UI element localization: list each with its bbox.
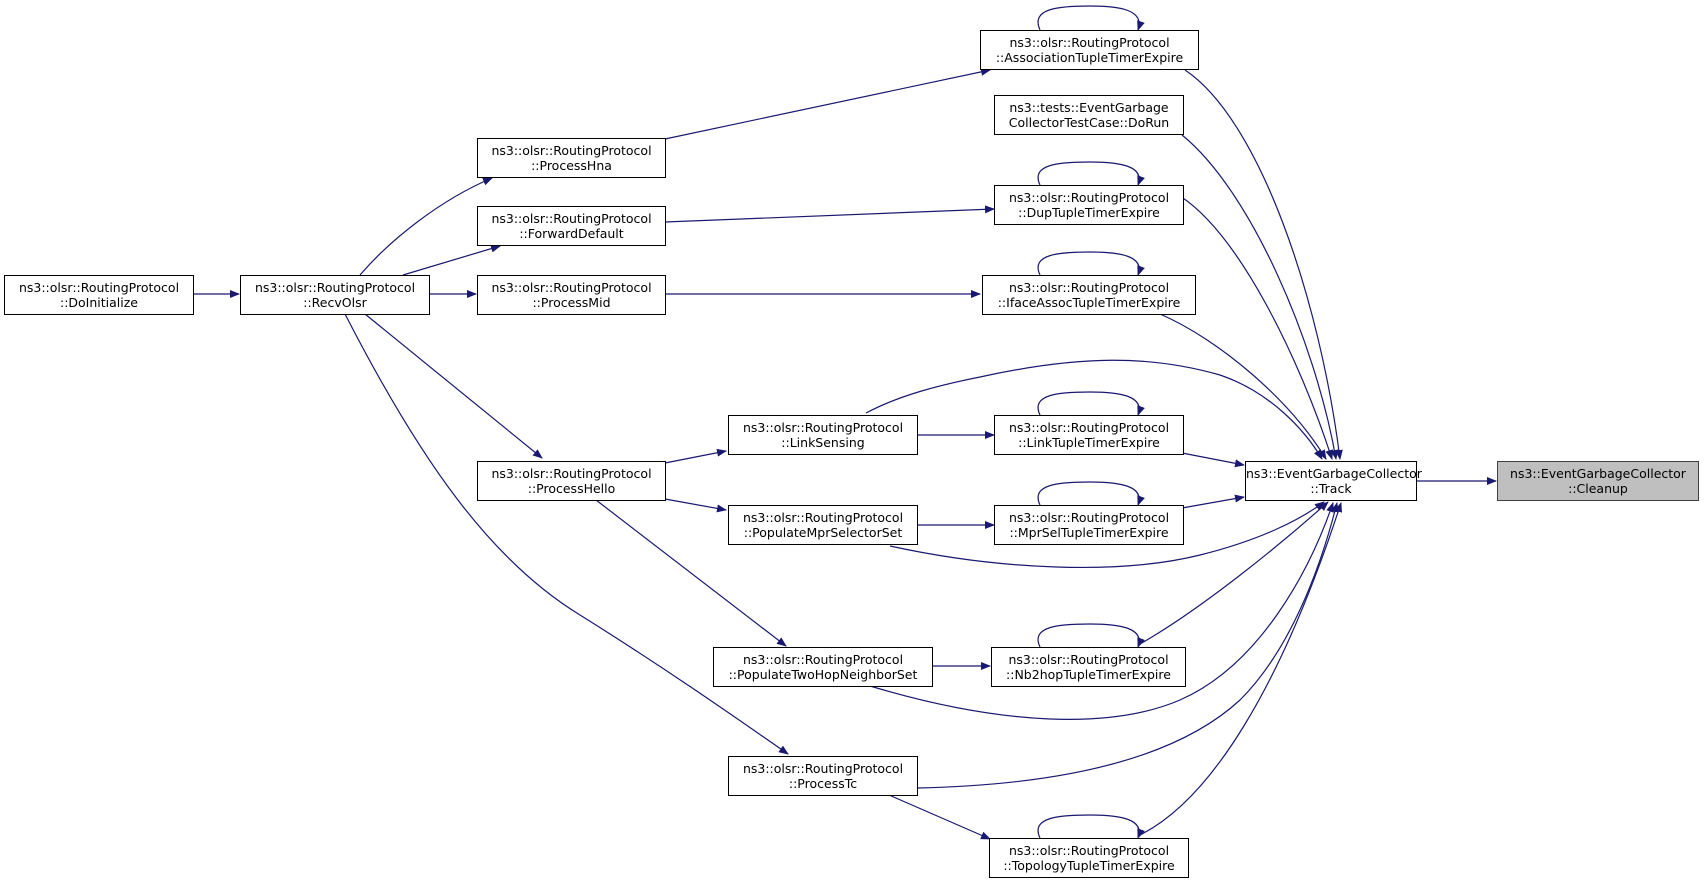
edge-forward-dup bbox=[664, 205, 995, 223]
node-processhna[interactable]: ns3::olsr::RoutingProtocol ::ProcessHna bbox=[477, 138, 666, 178]
node-dup-line1: ns3::olsr::RoutingProtocol bbox=[1008, 190, 1170, 205]
node-forward-line1: ns3::olsr::RoutingProtocol bbox=[491, 211, 652, 226]
node-linksensing[interactable]: ns3::olsr::RoutingProtocol ::LinkSensing bbox=[728, 415, 918, 455]
node-linksensing-line1: ns3::olsr::RoutingProtocol bbox=[742, 420, 904, 435]
node-dorun[interactable]: ns3::tests::EventGarbage CollectorTestCa… bbox=[994, 95, 1184, 135]
node-populatetwo-line2: ::PopulateTwoHopNeighborSet bbox=[728, 667, 918, 682]
node-iface[interactable]: ns3::olsr::RoutingProtocol ::IfaceAssocT… bbox=[982, 275, 1196, 315]
node-processhello[interactable]: ns3::olsr::RoutingProtocol ::ProcessHell… bbox=[477, 461, 666, 501]
node-mprsel-line1: ns3::olsr::RoutingProtocol bbox=[1008, 510, 1170, 525]
edge-recvolsr-processtc bbox=[344, 313, 789, 755]
node-processhello-line1: ns3::olsr::RoutingProtocol bbox=[491, 466, 652, 481]
node-processmid-line1: ns3::olsr::RoutingProtocol bbox=[491, 280, 652, 295]
node-topology[interactable]: ns3::olsr::RoutingProtocol ::TopologyTup… bbox=[989, 838, 1189, 878]
node-linktuple-line2: ::LinkTupleTimerExpire bbox=[1018, 435, 1160, 450]
loop-iface bbox=[1037, 251, 1145, 276]
loop-nb2hop bbox=[1037, 623, 1145, 648]
edge-populatetwo-track bbox=[869, 502, 1334, 720]
edge-recvolsr-processhello bbox=[364, 313, 543, 459]
node-dup-line2: ::DupTupleTimerExpire bbox=[1018, 205, 1160, 220]
edge-topology-track bbox=[1139, 502, 1343, 836]
node-forward-line2: ::ForwardDefault bbox=[519, 226, 624, 241]
node-track-line1: ns3::EventGarbageCollector bbox=[1246, 466, 1422, 481]
node-processmid-line2: ::ProcessMid bbox=[532, 295, 611, 310]
node-populatempr-line1: ns3::olsr::RoutingProtocol bbox=[742, 510, 904, 525]
edge-processhello-linksensing bbox=[664, 448, 727, 464]
edge-dorun-track bbox=[1181, 134, 1339, 460]
node-recvolsr-line1: ns3::olsr::RoutingProtocol bbox=[254, 280, 416, 295]
node-recvolsr[interactable]: ns3::olsr::RoutingProtocol ::RecvOlsr bbox=[240, 275, 430, 315]
edge-iface-track bbox=[1159, 313, 1327, 460]
node-iface-line2: ::IfaceAssocTupleTimerExpire bbox=[997, 295, 1181, 310]
node-populatempr[interactable]: ns3::olsr::RoutingProtocol ::PopulateMpr… bbox=[728, 505, 918, 545]
edge-processhello-populatetwo bbox=[595, 499, 787, 647]
node-processmid[interactable]: ns3::olsr::RoutingProtocol ::ProcessMid bbox=[477, 275, 666, 315]
node-nb2hop-line1: ns3::olsr::RoutingProtocol bbox=[1008, 652, 1169, 667]
node-forward[interactable]: ns3::olsr::RoutingProtocol ::ForwardDefa… bbox=[477, 206, 666, 246]
edge-recvolsr-forward bbox=[402, 244, 501, 276]
loop-mprsel bbox=[1037, 481, 1145, 506]
edge-processhna-assoc bbox=[664, 67, 991, 140]
edge-nb2hop-track bbox=[1139, 501, 1329, 645]
node-linksensing-line2: ::LinkSensing bbox=[781, 435, 865, 450]
node-processhna-line1: ns3::olsr::RoutingProtocol bbox=[491, 143, 652, 158]
node-mprsel[interactable]: ns3::olsr::RoutingProtocol ::MprSelTuple… bbox=[994, 505, 1184, 545]
node-doinit-line2: ::DoInitialize bbox=[59, 295, 138, 310]
edge-populatempr-track bbox=[889, 501, 1325, 568]
loop-dup bbox=[1037, 161, 1145, 186]
node-nb2hop[interactable]: ns3::olsr::RoutingProtocol ::Nb2hopTuple… bbox=[991, 647, 1186, 687]
node-linktuple[interactable]: ns3::olsr::RoutingProtocol ::LinkTupleTi… bbox=[994, 415, 1184, 455]
edge-mprsel-track bbox=[1181, 494, 1245, 509]
loop-linktuple bbox=[1037, 391, 1145, 416]
edge-processhello-populatempr bbox=[664, 498, 727, 513]
node-populatetwo-line1: ns3::olsr::RoutingProtocol bbox=[742, 652, 904, 667]
node-dup[interactable]: ns3::olsr::RoutingProtocol ::DupTupleTim… bbox=[994, 185, 1184, 225]
node-topology-line1: ns3::olsr::RoutingProtocol bbox=[1008, 843, 1170, 858]
edge-linksensing-track bbox=[865, 359, 1323, 460]
node-assoc-line2: ::AssociationTupleTimerExpire bbox=[995, 50, 1184, 65]
node-populatempr-line2: ::PopulateMprSelectorSet bbox=[743, 525, 903, 540]
loop-assoc bbox=[1037, 5, 1145, 31]
node-assoc-line1: ns3::olsr::RoutingProtocol bbox=[1009, 35, 1170, 50]
node-iface-line1: ns3::olsr::RoutingProtocol bbox=[1008, 280, 1170, 295]
node-recvolsr-line2: ::RecvOlsr bbox=[303, 295, 367, 310]
node-nb2hop-line2: ::Nb2hopTupleTimerExpire bbox=[1006, 667, 1171, 682]
node-cleanup[interactable]: ns3::EventGarbageCollector ::Cleanup bbox=[1497, 461, 1699, 501]
edge-assoc-track bbox=[1184, 69, 1343, 460]
node-cleanup-line1: ns3::EventGarbageCollector bbox=[1510, 466, 1686, 481]
node-assoc[interactable]: ns3::olsr::RoutingProtocol ::Association… bbox=[980, 30, 1199, 70]
node-populatetwo[interactable]: ns3::olsr::RoutingProtocol ::PopulateTwo… bbox=[713, 647, 933, 687]
node-doinit-line1: ns3::olsr::RoutingProtocol bbox=[18, 280, 180, 295]
node-processhello-line2: ::ProcessHello bbox=[527, 481, 616, 496]
node-mprsel-line2: ::MprSelTupleTimerExpire bbox=[1009, 525, 1169, 540]
node-track-line2: ::Track bbox=[1310, 481, 1352, 496]
edge-processtc-topology bbox=[888, 794, 991, 840]
node-dorun-line1: ns3::tests::EventGarbage bbox=[1009, 100, 1169, 115]
edge-processtc-track bbox=[916, 502, 1339, 789]
node-processtc-line2: ::ProcessTc bbox=[788, 776, 858, 791]
node-track[interactable]: ns3::EventGarbageCollector ::Track bbox=[1245, 461, 1422, 501]
node-topology-line2: ::TopologyTupleTimerExpire bbox=[1003, 858, 1175, 873]
node-cleanup-line2: ::Cleanup bbox=[1568, 481, 1628, 496]
node-processtc-line1: ns3::olsr::RoutingProtocol bbox=[742, 761, 904, 776]
edge-linktuple-track bbox=[1181, 452, 1245, 468]
node-processtc[interactable]: ns3::olsr::RoutingProtocol ::ProcessTc bbox=[728, 756, 918, 796]
node-processhna-line2: ::ProcessHna bbox=[531, 158, 612, 173]
edge-dup-track bbox=[1179, 195, 1334, 460]
node-dorun-line2: CollectorTestCase::DoRun bbox=[1008, 115, 1170, 130]
loop-topology bbox=[1037, 814, 1145, 839]
node-linktuple-line1: ns3::olsr::RoutingProtocol bbox=[1008, 420, 1170, 435]
node-doinit[interactable]: ns3::olsr::RoutingProtocol ::DoInitializ… bbox=[4, 275, 194, 315]
edge-recvolsr-processhna bbox=[359, 177, 493, 276]
